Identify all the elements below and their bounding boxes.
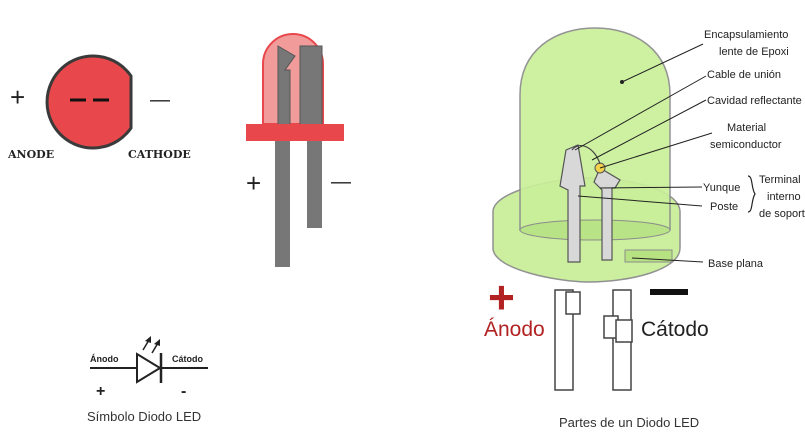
led-flange-flat-base — [624, 249, 673, 263]
label-base-plana: Base plana — [708, 258, 764, 270]
led-side-view-anode-lead — [275, 141, 290, 267]
parts-anodo-label: Ánodo — [484, 318, 545, 341]
label-interno: interno — [767, 191, 801, 203]
label-lente-epoxi: lente de Epoxi — [719, 46, 789, 58]
parts-catodo-label: Cátodo — [641, 318, 709, 341]
diode-triangle — [136, 352, 162, 384]
symbol-minus-sign: - — [181, 383, 186, 400]
anode-label: ANODE — [7, 148, 54, 161]
callout-cable — [574, 75, 707, 151]
led-parts-diagram: Encapsulamiento lente de Epoxi Cable de … — [484, 27, 805, 430]
led-top-view: + — ANODE CATHODE — [7, 54, 191, 161]
led-top-view-body — [45, 54, 133, 150]
anode-lead — [554, 289, 574, 391]
top-view-plus-sign: + — [10, 82, 25, 112]
cathode-lead-notch — [615, 319, 633, 343]
light-arrow-1-head — [145, 336, 151, 343]
label-semiconductor: semiconductor — [710, 139, 782, 151]
callout-poste — [577, 195, 703, 207]
label-cable-union: Cable de unión — [707, 69, 781, 81]
terminal-brace — [747, 175, 756, 213]
label-cavidad-reflectante: Cavidad reflectante — [707, 95, 802, 107]
symbol-plus-sign: + — [96, 383, 105, 400]
callout-cavidad — [591, 99, 707, 161]
callout-encapsulamiento — [621, 43, 704, 83]
label-encapsulamiento: Encapsulamiento — [704, 29, 788, 41]
cathode-label: CATHODE — [128, 148, 191, 161]
led-symbol: Ánodo Cátodo + - Símbolo Diodo LED — [87, 336, 208, 424]
parts-plus-sign: + — [488, 271, 515, 323]
label-terminal: Terminal — [759, 174, 801, 186]
light-arrow-2-head — [154, 339, 160, 346]
led-side-view-cathode-lead — [307, 141, 322, 228]
anvil — [593, 167, 621, 261]
label-poste: Poste — [710, 201, 738, 213]
symbol-caption: Símbolo Diodo LED — [87, 409, 201, 424]
callout-base — [631, 257, 704, 263]
label-material: Material — [727, 122, 766, 134]
led-side-view: + — — [246, 33, 351, 267]
bond-wire — [571, 145, 601, 165]
anode-lead-crimp — [565, 291, 581, 315]
parts-caption: Partes de un Diodo LED — [559, 415, 699, 430]
symbol-catodo-label: Cátodo — [172, 354, 203, 364]
led-side-view-anvil — [299, 45, 323, 129]
side-view-plus-sign: + — [246, 168, 261, 198]
epoxy-lens-dome — [519, 27, 671, 231]
label-yunque: Yunque — [703, 182, 740, 194]
callout-yunque — [599, 186, 703, 189]
led-side-view-flange — [246, 124, 344, 141]
side-view-minus-sign: — — [331, 171, 351, 193]
callout-material — [599, 132, 713, 169]
epoxy-lens-rim — [519, 219, 671, 241]
parts-minus-bar — [650, 289, 688, 295]
top-view-minus-sign: — — [150, 89, 170, 111]
label-soporte: de soporte — [759, 208, 805, 220]
callout-dot-encapsulamiento — [620, 80, 624, 84]
symbol-anodo-label: Ánodo — [90, 354, 119, 364]
post — [559, 144, 586, 263]
